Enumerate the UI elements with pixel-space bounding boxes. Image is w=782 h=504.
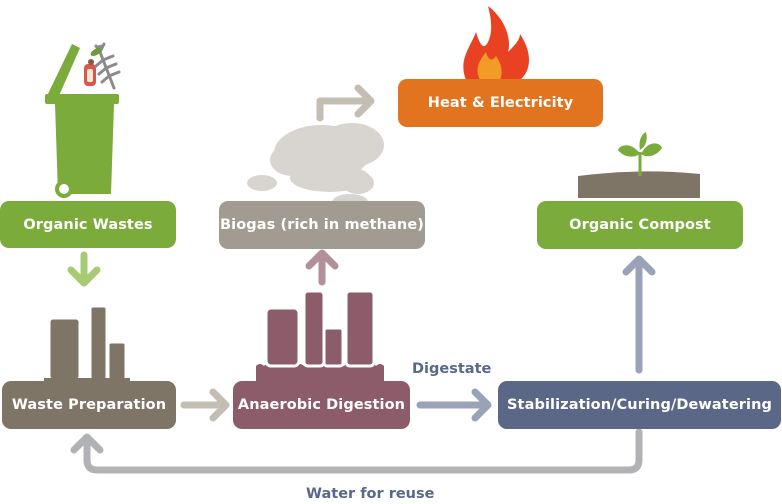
waste-bin-illustration [45,42,121,198]
preparation-tanks-illustration [44,304,130,384]
bin-rim [45,94,119,104]
arrow-biogas-to-heat [316,84,375,122]
node-heat-electricity: Heat & Electricity [398,79,603,127]
apple-core-icon [84,59,96,86]
node-anaerobic-digestion: Anaerobic Digestion [233,381,410,429]
arrow-water-reuse-loop [70,428,643,474]
node-organic-compost: Organic Compost [537,201,743,249]
node-biogas: Biogas (rich in methane) [219,201,425,249]
arrow-preparation-to-digestion [180,388,230,422]
bin-body [55,104,114,194]
compost-sprout-icon [578,132,700,198]
label-digestate: Digestate [412,361,492,377]
node-organic-wastes: Organic Wastes [0,201,176,248]
arrow-stabilization-to-compost [622,255,656,374]
arrow-digestion-to-stabilization [416,388,492,422]
label-water-for-reuse: Water for reuse [306,486,435,502]
bin-wheel [55,180,73,198]
bin-lid [46,44,80,98]
node-stabilization: Stabilization/Curing/Dewatering [498,381,781,429]
arrow-digestion-to-biogas [305,249,339,286]
leaf-scrap-icon [90,48,102,56]
node-waste-preparation: Waste Preparation [2,381,176,429]
flame-icon [463,6,529,80]
arrow-wastes-to-preparation [67,251,101,287]
biogas-cloud-illustration [247,123,384,210]
digester-tanks-illustration [256,289,384,381]
